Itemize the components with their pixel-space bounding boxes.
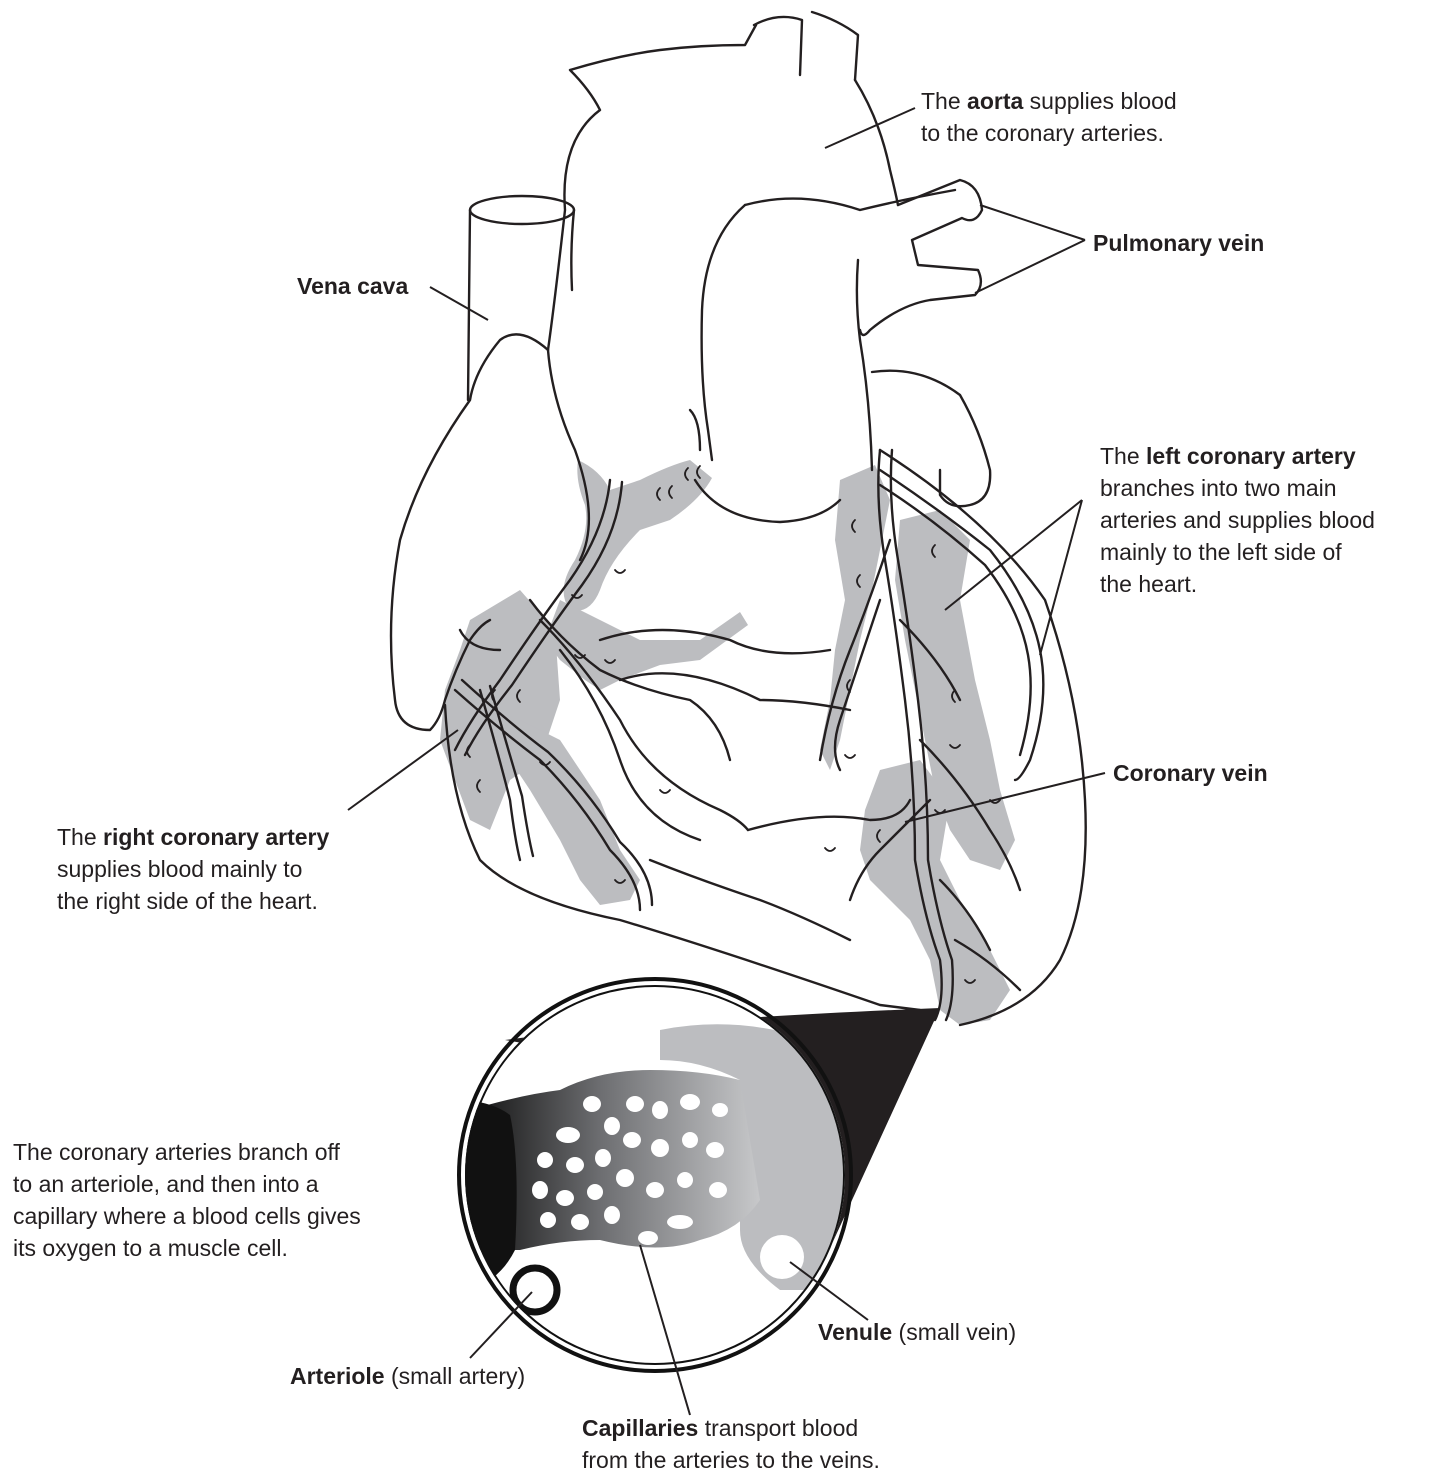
cell [616,1169,634,1187]
coronary-vein-label: Coronary vein [1113,757,1268,789]
leader-right-coronary [348,730,458,810]
mark [845,755,855,758]
cell [682,1132,698,1148]
cell [651,1139,669,1157]
cell [571,1214,589,1230]
cell [638,1231,658,1245]
branching-explanation: The coronary arteries branch off to an a… [13,1136,361,1264]
cell [595,1149,611,1167]
shading-regions [440,460,1015,1025]
cell [706,1142,724,1158]
aorta-branch-left [754,17,802,75]
venule-opening [760,1235,804,1279]
leader-aorta [825,108,915,148]
cell [626,1096,644,1112]
vena-cava-label: Vena cava [297,270,408,302]
branch-top-2 [690,410,700,450]
right-coronary-artery-label: The right coronary artery supplies blood… [57,821,329,917]
arteriole-label: Arteriole (small artery) [290,1360,525,1392]
cell [677,1172,693,1188]
cell [667,1215,693,1229]
right-atrium-inner [548,350,589,560]
cell [566,1157,584,1173]
cell [587,1184,603,1200]
shade-lower-right [510,720,640,905]
vena-cava-opening [470,196,574,224]
mark [615,570,625,573]
venule-label: Venule (small vein) [818,1316,1016,1348]
aorta-branch-right [812,12,858,80]
cell [680,1094,700,1110]
cell [556,1190,574,1206]
cell [532,1181,548,1199]
vena-cava-tube [468,210,574,400]
cell [623,1132,641,1148]
shade-upper-right-coronary [564,460,712,611]
mark [825,848,835,851]
leader-vena-cava [430,287,488,320]
aorta-label: The aorta supplies blood to the coronary… [921,85,1177,149]
capillaries-label: Capillaries transport blood from the art… [582,1412,880,1471]
cell [712,1103,728,1117]
leader-arteriole [470,1292,532,1358]
cell [646,1182,664,1198]
outline-strokes [391,12,1086,1025]
mark [660,790,670,793]
leader-pulmonary [975,205,1085,293]
shade-middle-band [545,600,748,690]
branch-lower-1 [650,860,850,940]
aorta-inner-curve [745,190,955,210]
aorta-right-edge [857,260,872,470]
cell [604,1117,620,1135]
cell [604,1206,620,1224]
ascending-aorta [702,205,745,460]
cell [709,1182,727,1198]
cell [652,1101,668,1119]
aorta-bottom [695,480,840,522]
pulmonary-vein-tube [860,180,982,335]
cell [583,1096,601,1112]
pulmonary-vein-label: Pulmonary vein [1093,227,1264,259]
aorta-outer [855,80,898,205]
cell [556,1127,580,1143]
left-coronary-artery-label: The left coronary artery branches into t… [1100,440,1375,600]
cell [537,1152,553,1168]
aorta-arch [548,25,756,350]
cell [540,1212,556,1228]
